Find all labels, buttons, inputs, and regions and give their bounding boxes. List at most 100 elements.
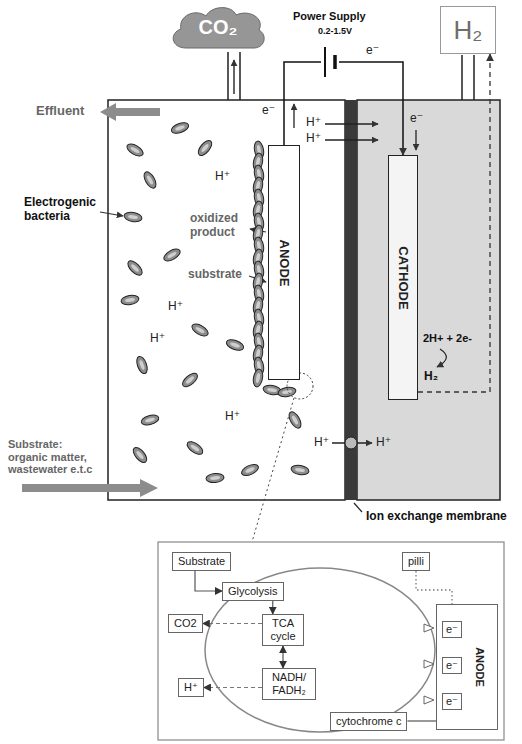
circuit-wire — [284, 62, 403, 155]
box-text: e⁻ — [446, 623, 458, 636]
gas-collector-box: H₂ — [440, 6, 496, 54]
release-arrow — [204, 687, 262, 688]
bacterium — [290, 464, 309, 476]
bacterium — [135, 355, 150, 375]
gas-cloud: CO₂ — [168, 4, 268, 50]
bacterium — [131, 445, 149, 465]
battery-plate — [324, 47, 326, 77]
bacterium — [225, 338, 245, 353]
box-text: CATHODE — [396, 246, 411, 309]
process-box: Glycolysis — [222, 582, 284, 601]
proton-label: H⁺ — [225, 410, 240, 424]
leader-line — [354, 503, 362, 512]
process-box: cytochrome c — [330, 712, 407, 731]
bacterium — [190, 322, 210, 339]
proton-label: H⁺ — [314, 436, 329, 450]
box-text: Glycolysis — [228, 585, 278, 598]
proton-arrow — [325, 123, 378, 124]
electron-box: e⁻ — [442, 693, 462, 710]
leader-line — [100, 212, 123, 216]
process-box: pilli — [402, 552, 430, 571]
bacterium — [162, 247, 182, 264]
box-text: CO2 — [174, 617, 197, 630]
membrane-label: Ion exchange membrane — [366, 510, 507, 524]
process-box: Substrate — [172, 552, 231, 571]
pilus-line — [416, 571, 452, 604]
reaction-arrow — [437, 349, 446, 367]
box-text: H₂ — [454, 15, 483, 46]
pathway-arrow — [272, 601, 273, 614]
gas-outlet-pipe — [462, 55, 474, 100]
cathode-electrode: CATHODE — [388, 155, 418, 400]
electron-arrow — [415, 130, 416, 150]
pathway-arrow — [282, 646, 283, 668]
gas-outlet-pipe — [228, 52, 240, 100]
box-text: TCA cycle — [268, 617, 298, 643]
proton-label: H⁺ — [376, 436, 391, 450]
box-text: H⁺ — [184, 681, 198, 694]
bacterium — [120, 294, 139, 306]
reaction-label: 2H+ + 2e- — [423, 332, 472, 345]
product-label: oxidized product — [190, 212, 248, 240]
ion-exchange-membrane — [345, 100, 357, 500]
bacterium — [123, 211, 142, 223]
bacterium — [196, 138, 214, 158]
electron-transfer-arrow — [424, 660, 434, 668]
substrate-inflow-arrow — [22, 479, 158, 497]
bacterium — [206, 473, 225, 484]
bacterium — [185, 439, 205, 457]
membrane-pore — [345, 437, 357, 449]
proton-arrow — [325, 139, 378, 140]
zoom-leader — [252, 398, 294, 542]
electron-label: e⁻ — [262, 104, 275, 118]
box-text: pilli — [408, 555, 424, 568]
bacterium — [180, 371, 200, 389]
process-box: NADH/ FADH₂ — [262, 668, 316, 700]
anode-inset-box: ANODE e⁻ e⁻ e⁻ — [436, 604, 498, 730]
process-box: CO2 — [168, 614, 203, 633]
voltage-label: 0.2-1.5V — [318, 26, 352, 36]
effluent-arrow — [100, 103, 160, 121]
box-text: ANODE — [277, 239, 292, 286]
bacterium — [125, 258, 144, 277]
inflow-label: Substrate: organic matter, wastewater e.… — [8, 438, 104, 476]
hydrogen-label: H₂ — [424, 370, 438, 384]
proton-label: H⁺ — [168, 300, 183, 314]
anode-electrode: ANODE — [268, 145, 300, 380]
electron-box: e⁻ — [442, 657, 462, 674]
bacterium — [240, 462, 260, 478]
process-box: TCA cycle — [262, 614, 304, 646]
proton-label: H⁺ — [215, 170, 230, 184]
bacteria-label: Electrogenic bacteria — [24, 196, 104, 224]
box-text: NADH/ FADH₂ — [268, 671, 310, 697]
bacterium — [170, 121, 190, 136]
electron-transfer-arrow — [424, 624, 434, 632]
bacterium — [277, 386, 296, 398]
pathway-arrow — [195, 571, 222, 591]
release-arrow — [203, 623, 262, 624]
power-supply-label: Power Supply — [293, 10, 366, 23]
electron-arrow — [293, 104, 294, 128]
electron-box: e⁻ — [442, 621, 462, 638]
substrate-label: substrate — [188, 268, 242, 282]
proton-label: H⁺ — [150, 332, 165, 346]
hydrogen-flow-arrow — [418, 54, 490, 392]
cytochrome-link — [407, 720, 436, 721]
battery-gap — [321, 48, 339, 76]
bacterium — [252, 368, 264, 387]
bacterium — [140, 413, 160, 426]
electron-label: e⁻ — [366, 44, 379, 58]
gas-flow-arrow — [233, 60, 235, 94]
electron-transfer-arrow — [424, 696, 434, 704]
inset-frame — [158, 542, 504, 740]
box-text: ANODE — [473, 647, 486, 687]
bacterium — [142, 170, 159, 190]
bacterial-cell — [205, 568, 435, 732]
box-text: e⁻ — [446, 695, 458, 708]
bacterium — [125, 142, 145, 159]
box-text: e⁻ — [446, 659, 458, 672]
cloud-outline — [173, 8, 264, 48]
electron-label: e⁻ — [410, 112, 423, 126]
battery-plate — [333, 55, 337, 69]
box-text: cytochrome c — [336, 715, 401, 728]
